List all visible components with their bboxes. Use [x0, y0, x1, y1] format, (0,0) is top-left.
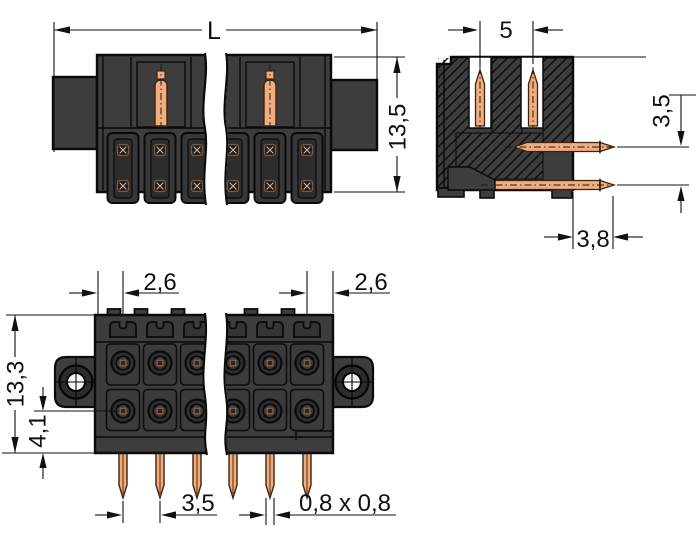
dimension-edge-offset-right: 2,6: [279, 269, 390, 316]
contact-pocket: [143, 132, 177, 204]
screw-icon: [116, 179, 130, 193]
mounting-flange-right: [329, 355, 375, 409]
solder-pin: [228, 451, 238, 499]
socket-contact: [257, 398, 283, 424]
dimension-height-13-3: 13,3: [2, 314, 122, 454]
screw-icon: [153, 143, 167, 157]
dim-label-pin-cross-section: 0,8 x 0,8: [299, 490, 391, 517]
socket-contact: [147, 398, 173, 424]
solder-pin: [155, 451, 165, 499]
section-hatch: [491, 57, 523, 134]
socket-contact: [294, 398, 320, 424]
screw-icon: [263, 143, 277, 157]
dimension-height-13-5: 13,5: [334, 56, 412, 193]
screw-icon: [226, 143, 240, 157]
socket-contact: [294, 350, 320, 376]
side-view-section: [435, 21, 646, 199]
screw-icon: [190, 179, 204, 193]
break-gap: [203, 50, 229, 207]
solder-pin: [265, 451, 275, 499]
dimension-overall-length: L: [53, 17, 378, 152]
dimension-pin-spacing-5: 5: [448, 17, 563, 44]
dimension-edge-offset-left: 2,6: [69, 269, 179, 316]
screw-icon: [300, 143, 314, 157]
dimension-pin-pitch: 3,5: [95, 490, 217, 523]
contact-pocket: [253, 132, 287, 204]
socket-contact: [110, 350, 136, 376]
dim-label-total-height: 13,3: [3, 361, 30, 408]
section-hatch: [542, 57, 574, 147]
dimension-pin-length-3-8: 3,8: [544, 192, 643, 253]
screw-icon: [153, 179, 167, 193]
contact-pocket: [106, 132, 140, 204]
screw-icon: [226, 179, 240, 193]
break-line: [202, 312, 208, 456]
dim-label-height: 13,5: [385, 104, 412, 151]
bottom-view-pin-side: [53, 308, 375, 499]
dimension-row-spacing-3-5: 3,5: [617, 94, 696, 213]
contact-pocket: [290, 132, 324, 204]
screw-icon: [300, 179, 314, 193]
dim-label-contact-to-bottom: 4,1: [25, 414, 52, 447]
solder-pin-upper: [512, 141, 601, 153]
pin-guide-funnel: [447, 166, 496, 191]
socket-contact: [257, 350, 283, 376]
dim-label-overall-length: L: [207, 17, 221, 45]
dimension-pin-cross-section: 0,8 x 0,8: [239, 490, 396, 525]
break-line: [202, 52, 208, 206]
screw-icon: [263, 179, 277, 193]
dim-label-pin-length: 3,8: [576, 226, 609, 253]
mounting-flange-left: [53, 355, 99, 409]
dim-label-pin-pitch: 3,5: [181, 490, 214, 517]
front-view-header: [51, 50, 379, 207]
break-line: [223, 52, 229, 206]
dim-label-row-spacing: 3,5: [649, 94, 676, 127]
screw-icon: [116, 143, 130, 157]
socket-contact: [147, 350, 173, 376]
break-gap: [203, 310, 228, 457]
solder-pin: [118, 451, 128, 499]
dim-label-edge-offset-left: 2,6: [143, 269, 176, 296]
break-line: [223, 312, 229, 456]
dim-label-edge-offset-right: 2,6: [354, 269, 387, 296]
left-mounting-tab: [51, 75, 99, 151]
dimension-contact-to-bottom: 4,1: [25, 387, 119, 479]
screw-icon: [190, 143, 204, 157]
dim-label-pin-spacing: 5: [499, 17, 512, 44]
right-mounting-tab: [329, 78, 379, 152]
